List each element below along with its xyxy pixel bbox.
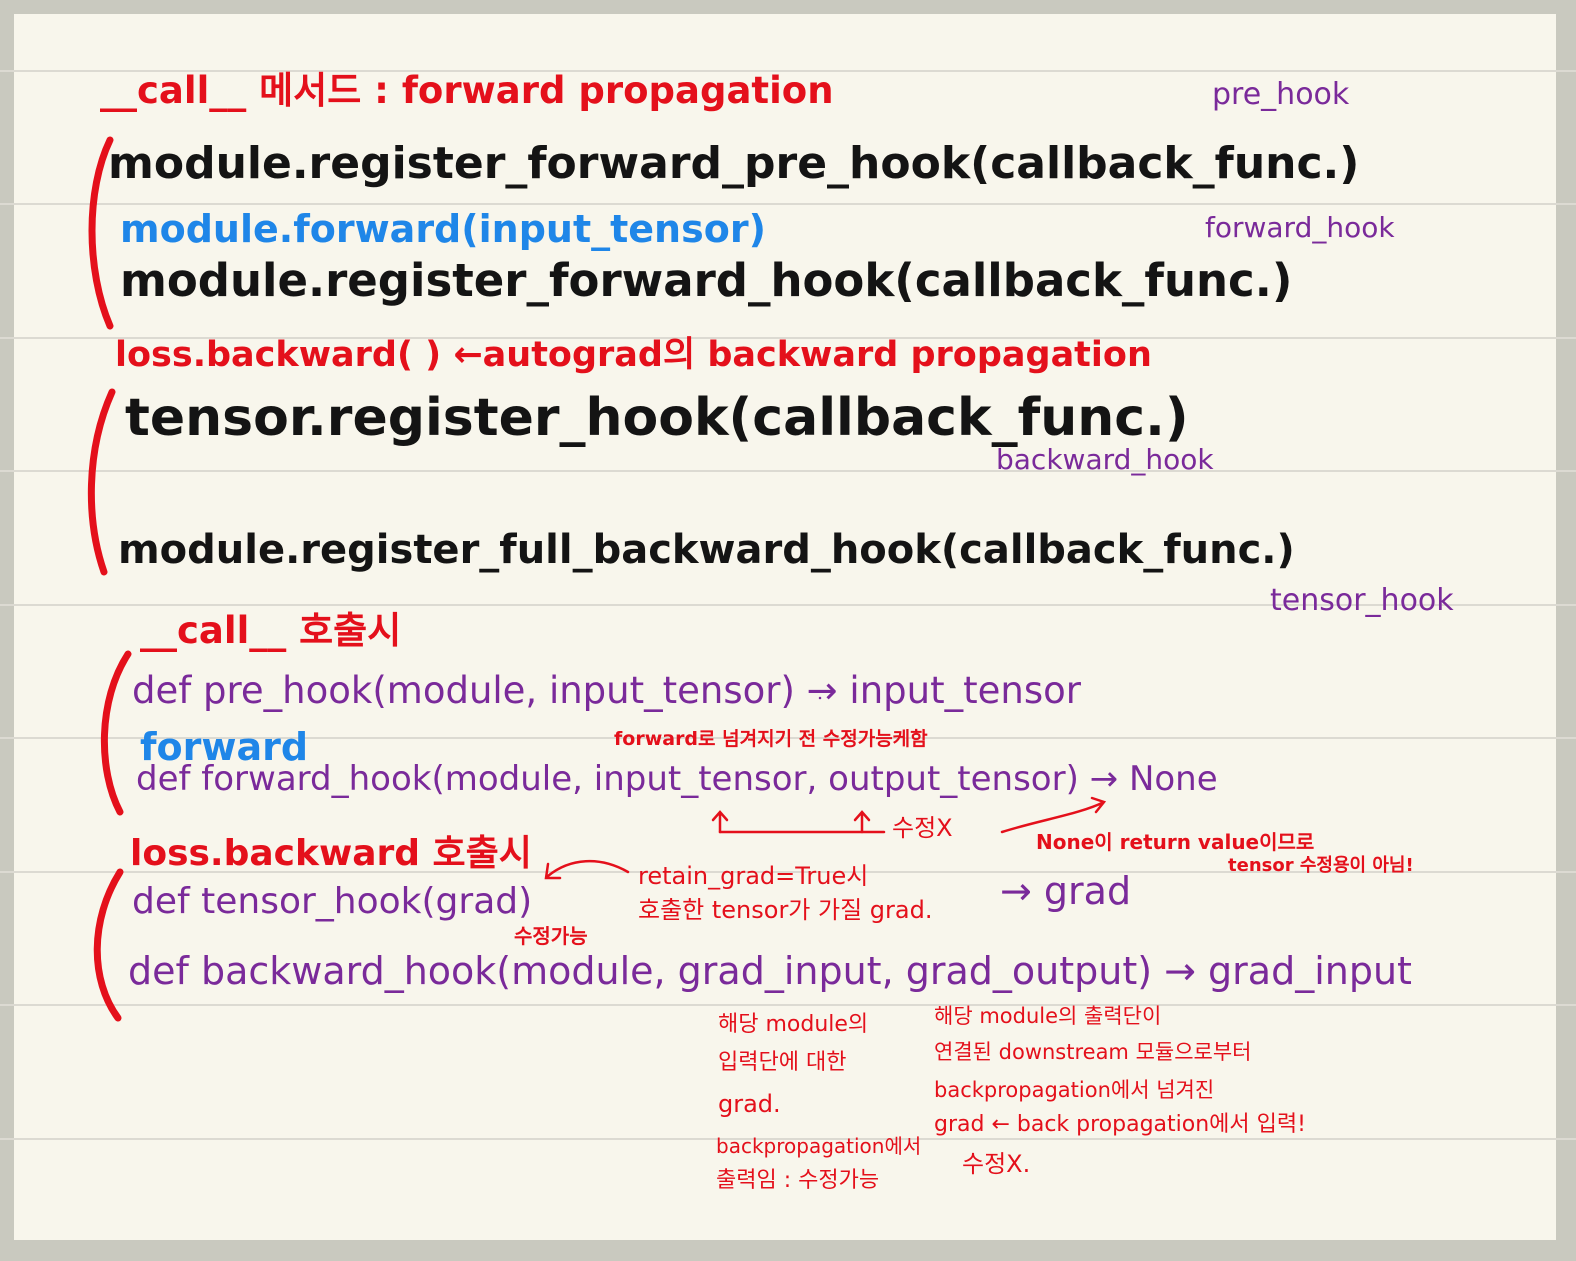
- bracket-backward-section: [87, 388, 116, 576]
- rule-line: [0, 871, 1576, 873]
- rule-line: [0, 604, 1576, 606]
- def-forward-hook: def forward_hook(module, input_tensor, o…: [136, 759, 1218, 799]
- grad-output-note-line: 연결된 downstream 모듈으로부터: [934, 1040, 1252, 1064]
- line-tensor-register-hook: tensor.register_hook(callback_func.): [125, 388, 1189, 448]
- line-register-forward-pre-hook: module.register_forward_pre_hook(callbac…: [108, 138, 1360, 189]
- notebook-paper: [14, 14, 1556, 1240]
- heading-call-invoke: __call__ 호출시: [140, 609, 402, 652]
- heading-call-method: __call__ 메서드 : forward propagation: [100, 69, 834, 112]
- note-none-return-1: None이 return value이므로: [1036, 830, 1315, 854]
- grad-output-note-line: grad ← back propagation에서 입력!: [934, 1112, 1306, 1137]
- rule-line: [0, 337, 1576, 339]
- arrow-retain-to-grad: [544, 860, 630, 880]
- note-not-editable: 수정X: [892, 814, 953, 842]
- note-editable-before-forward: forward로 넘겨지기 전 수정가능케함: [614, 728, 928, 750]
- line-register-forward-hook: module.register_forward_hook(callback_fu…: [120, 254, 1293, 307]
- grad-input-note-line: 출력임 : 수정가능: [716, 1168, 880, 1193]
- grad-output-note-line: 수정X.: [962, 1150, 1031, 1178]
- def-backward-hook: def backward_hook(module, grad_input, gr…: [128, 949, 1412, 993]
- label-backward-hook: backward_hook: [996, 443, 1214, 476]
- def-pre-hook: def pre_hook(module, input_tensor) → inp…: [132, 669, 1081, 712]
- note-retain-grad-1: retain_grad=True시: [638, 862, 869, 890]
- label-forward: forward: [140, 725, 309, 769]
- bracket-forward-section: [88, 136, 114, 330]
- rule-line: [0, 203, 1576, 205]
- grad-input-note-line: grad.: [718, 1090, 781, 1118]
- rule-line: [0, 1138, 1576, 1140]
- heading-loss-backward: loss.backward( ) ←autograd의 backward pro…: [115, 335, 1152, 375]
- rule-line: [0, 737, 1576, 739]
- rule-line: [0, 470, 1576, 472]
- rule-line: [0, 70, 1576, 72]
- arrow-up-output: [853, 810, 871, 834]
- grad-input-note-line: backpropagation에서: [716, 1134, 922, 1158]
- grad-output-note-line: backpropagation에서 넘겨진: [934, 1078, 1215, 1102]
- def-tensor-hook: def tensor_hook(grad): [132, 881, 533, 922]
- grad-input-note-line: 입력단에 대한: [718, 1050, 847, 1075]
- heading-loss-backward-invoke: loss.backward 호출시: [130, 833, 532, 874]
- arrow-up-input: [711, 810, 729, 834]
- bracket-call-section: [100, 650, 132, 816]
- line-register-full-backward-hook: module.register_full_backward_hook(callb…: [118, 527, 1295, 573]
- line-module-forward: module.forward(input_tensor): [120, 207, 766, 251]
- label-pre-hook: pre_hook: [1212, 77, 1350, 112]
- bracket-loss-section: [93, 868, 124, 1022]
- note-retain-grad-2: 호출한 tensor가 가질 grad.: [638, 896, 933, 924]
- note-none-return-2: tensor 수정용이 아님!: [1228, 855, 1414, 876]
- label-tensor-hook: tensor_hook: [1270, 583, 1454, 618]
- grad-input-note-line: 해당 module의: [718, 1012, 869, 1037]
- arrow-to-none: [1000, 796, 1107, 834]
- grad-output-note-line: 해당 module의 출력단이: [934, 1004, 1162, 1028]
- def-tensor-hook-return: → grad: [1000, 869, 1132, 913]
- rule-line: [0, 1004, 1576, 1006]
- note-editable-grad: 수정가능: [514, 924, 588, 948]
- label-forward-hook: forward_hook: [1205, 211, 1395, 244]
